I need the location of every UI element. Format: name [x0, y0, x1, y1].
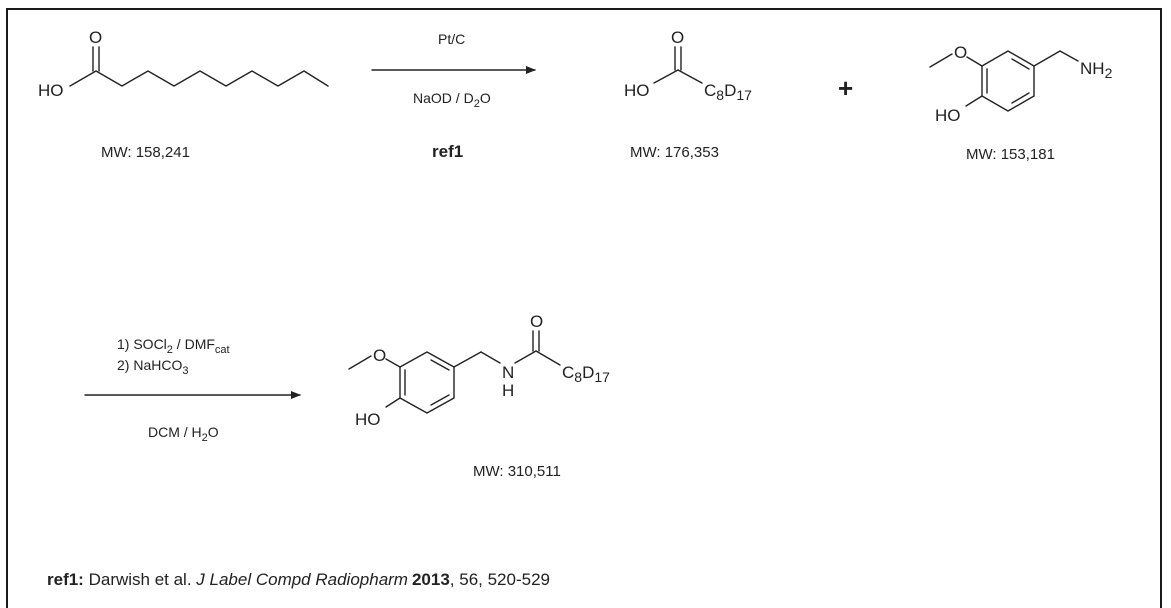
vanillylamine-mw: MW: 153,181 — [966, 146, 1055, 163]
ring-oh-bond — [965, 95, 983, 107]
n-c-bond — [514, 350, 537, 364]
ch2-n-bond — [480, 351, 501, 364]
nonanoic-acid-mw: MW: 158,241 — [101, 144, 190, 161]
nonanoic-acid-chain — [69, 70, 329, 87]
step1-solvent: NaOD / D2O — [413, 90, 491, 110]
product-mw: MW: 310,511 — [473, 463, 561, 480]
step2-solvent: DCM / H2O — [148, 424, 219, 444]
ring-double-bond-1 — [430, 359, 450, 371]
c-oh-bond — [653, 69, 679, 84]
hydroxyl-label: HO — [624, 81, 650, 100]
ring-double-bond-2 — [430, 394, 450, 406]
deuterated-chain-label: C8D17 — [704, 81, 752, 103]
methyl-bond — [929, 53, 953, 68]
benzene-ring — [981, 50, 1035, 112]
step1-catalyst: Pt/C — [438, 31, 465, 47]
ring-double-bond-1 — [1011, 58, 1030, 70]
plus-sign: + — [838, 73, 853, 103]
ring-o-bond — [966, 56, 983, 67]
c-chain-bond — [535, 350, 561, 366]
amine-label: NH2 — [1080, 59, 1113, 81]
c-chain-bond — [677, 69, 703, 84]
product-structure: O HO N H O C8D17 MW: 310,511 — [348, 312, 610, 480]
carbonyl-oxygen-label: O — [671, 28, 684, 47]
hydroxyl-label: HO — [935, 106, 961, 125]
hydroxyl-label: HO — [355, 410, 381, 429]
carbonyl-oxygen-label: O — [530, 312, 543, 331]
methyl-bond — [348, 355, 372, 370]
ring-o-bond — [385, 358, 401, 368]
ch2-bond — [453, 351, 482, 368]
deuterated-chain-label: C8D17 — [562, 363, 610, 385]
nonanoic-acid-structure: O HO MW: 158,241 — [38, 28, 329, 161]
methoxy-oxygen-label: O — [373, 346, 386, 365]
step1-arrow-group: Pt/C NaOD / D2O ref1 — [371, 31, 536, 161]
step2-arrow-group: 1) SOCl2 / DMFcat 2) NaHCO3 DCM / H2O — [84, 336, 301, 444]
step2-reagent-1: 1) SOCl2 / DMFcat — [117, 336, 230, 356]
deuterated-acid-structure: O HO C8D17 MW: 176,353 — [624, 28, 752, 161]
deuterated-acid-mw: MW: 176,353 — [630, 144, 719, 161]
scheme-frame — [6, 8, 1162, 608]
methoxy-oxygen-label: O — [954, 43, 967, 62]
ring-oh-bond — [385, 397, 401, 408]
ring-double-bond-2 — [1011, 92, 1030, 104]
ch2-n-bond — [1059, 50, 1079, 62]
carbonyl-oxygen-label: O — [89, 28, 102, 47]
step2-reagent-2: 2) NaHCO3 — [117, 357, 188, 377]
reference-citation: ref1: Darwish et al. J Label Compd Radio… — [47, 570, 550, 589]
benzene-ring — [399, 351, 455, 414]
step1-reference-tag: ref1 — [432, 142, 463, 161]
ch2-bond — [1033, 50, 1061, 67]
amide-nitrogen-label: N — [502, 363, 514, 382]
amide-hydrogen-label: H — [502, 381, 514, 400]
vanillylamine-structure: NH2 O HO MW: 153,181 — [929, 43, 1113, 163]
hydroxyl-label: HO — [38, 81, 64, 100]
